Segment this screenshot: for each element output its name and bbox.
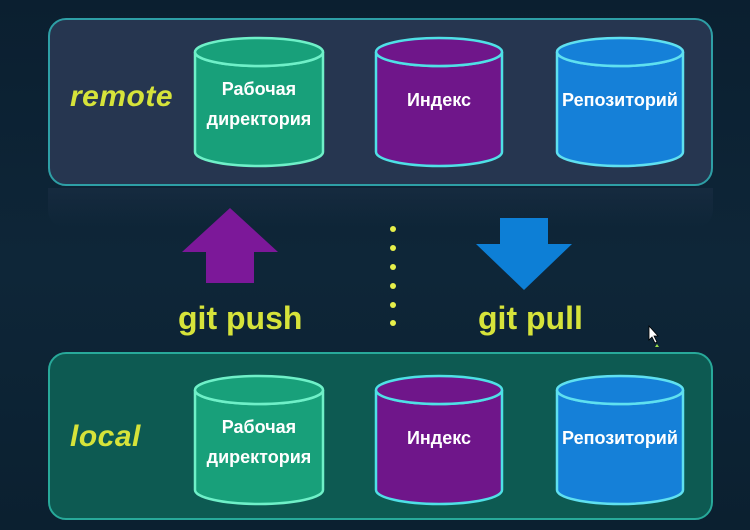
pull-arrow-down-icon [476,218,572,290]
cylinder-top [193,36,325,68]
cylinder-label: Индекс [407,90,471,110]
local-cylinder-repository: Репозиторий [555,374,685,506]
cylinder-top [374,374,504,406]
git-push-label: git push [178,300,303,336]
cylinder-label-line1: Рабочая [222,417,296,437]
cylinder-top [193,374,325,406]
cylinder-top [555,36,685,68]
cylinder-top [374,36,504,68]
dotted-divider [390,226,396,326]
remote-cylinder-index: Индекс [374,36,504,168]
cylinder-top [555,374,685,406]
remote-panel-reflection [48,188,713,228]
remote-label: remote [70,80,174,113]
mouse-cursor-icon [648,324,659,347]
divider-dot [390,264,396,270]
divider-dot [390,226,396,232]
cylinder-label: Репозиторий [562,90,678,110]
cylinder-label: Индекс [407,428,471,448]
local-cylinder-working-directory: Рабочая директория [193,374,325,506]
divider-dot [390,302,396,308]
local-label: local [70,420,141,453]
cylinder-label: Репозиторий [562,428,678,448]
git-pull-label: git pull [478,300,583,336]
remote-cylinder-working-directory: Рабочая директория [193,36,325,168]
push-arrow-up-icon [182,208,278,283]
cylinder-label-line2: директория [207,447,312,467]
local-cylinder-index: Индекс [374,374,504,506]
divider-dot [390,283,396,289]
cylinder-label-line1: Рабочая [222,79,296,99]
remote-cylinder-repository: Репозиторий [555,36,685,168]
divider-dot [390,245,396,251]
cylinder-label-line2: директория [207,109,312,129]
divider-dot [390,320,396,326]
